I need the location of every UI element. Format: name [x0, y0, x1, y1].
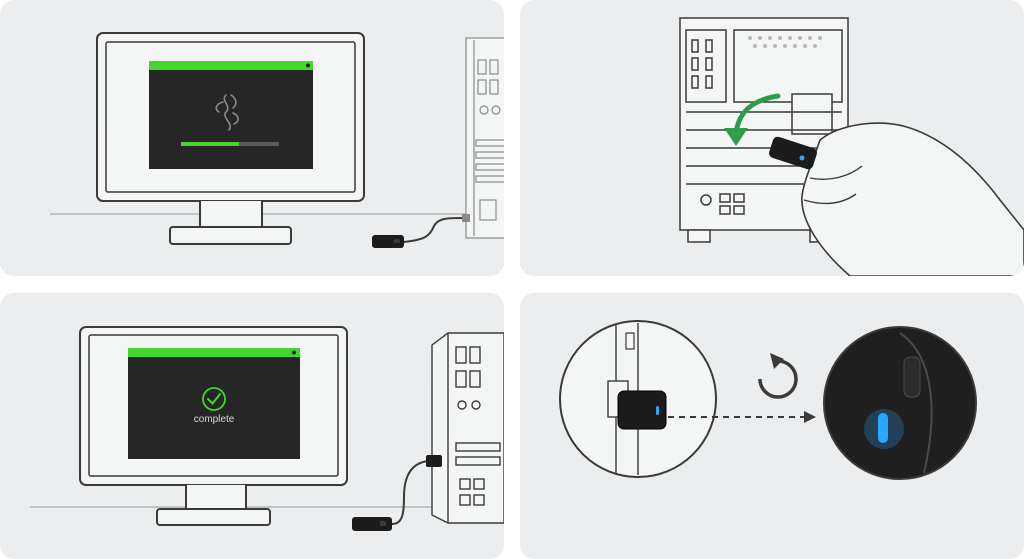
- panel-step-4: [520, 293, 1024, 559]
- panel-step-2: [520, 0, 1024, 276]
- pc-tower: [465, 37, 504, 239]
- hand: [801, 122, 1024, 276]
- pc-tower: [431, 332, 504, 524]
- mouse-led-closeup: [823, 326, 977, 480]
- usb-dongle: [372, 235, 404, 248]
- complete-window: [128, 348, 300, 459]
- checkmark-circle-icon: [202, 387, 226, 411]
- progress-bar-fill: [181, 142, 239, 146]
- insert-dongle-illustration: [679, 17, 1024, 276]
- update-window: [149, 61, 313, 169]
- monitor-complete-illustration: [30, 326, 504, 531]
- pc-rear: [679, 17, 849, 243]
- dongle-closeup: [559, 320, 717, 478]
- restart-pair-illustration: [559, 320, 977, 480]
- razer-logo-icon: [215, 94, 239, 131]
- complete-label: complete: [193, 414, 235, 425]
- panel-step-1: [0, 0, 504, 276]
- monitor-updating-illustration: [50, 32, 504, 248]
- usb-dongle: [769, 136, 817, 170]
- restart-arrow-icon: [758, 353, 798, 399]
- panel-step-3: complete: [0, 293, 504, 559]
- dashed-arrow-icon: [668, 411, 816, 423]
- usb-dongle: [352, 517, 392, 531]
